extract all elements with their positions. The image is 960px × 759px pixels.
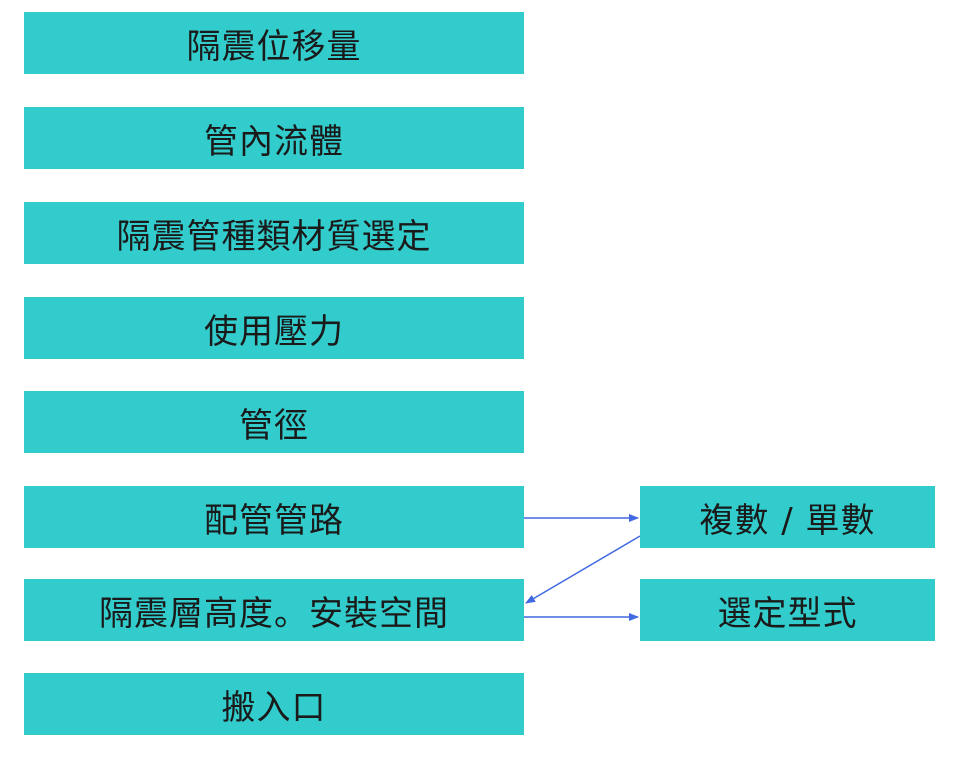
- step-operating-pressure: 使用壓力: [24, 297, 524, 359]
- step-label: 隔震位移量: [186, 26, 362, 67]
- step-piping-route: 配管管路: [24, 486, 524, 548]
- step-entry-opening: 搬入口: [24, 673, 524, 735]
- step-pipe-material-selection: 隔震管種類材質選定: [24, 202, 524, 264]
- step-label: 搬入口: [221, 687, 327, 728]
- node-select-model: 選定型式: [640, 579, 935, 641]
- step-label: 管內流體: [204, 121, 344, 162]
- arrow-multiple-to-space: [525, 535, 641, 604]
- step-pipe-diameter: 管徑: [24, 391, 524, 453]
- step-label: 配管管路: [204, 500, 344, 541]
- node-label: 複數 / 單數: [699, 500, 876, 541]
- step-pipe-fluid: 管內流體: [24, 107, 524, 169]
- step-label: 隔震管種類材質選定: [116, 216, 432, 257]
- step-isolation-layer-space: 隔震層高度。安裝空間: [24, 579, 524, 641]
- step-label: 管徑: [239, 405, 309, 446]
- step-seismic-displacement: 隔震位移量: [24, 12, 524, 74]
- step-label: 隔震層高度。安裝空間: [99, 593, 449, 634]
- node-label: 選定型式: [717, 593, 858, 634]
- step-label: 使用壓力: [204, 311, 344, 352]
- node-multiple-single: 複數 / 單數: [640, 486, 935, 548]
